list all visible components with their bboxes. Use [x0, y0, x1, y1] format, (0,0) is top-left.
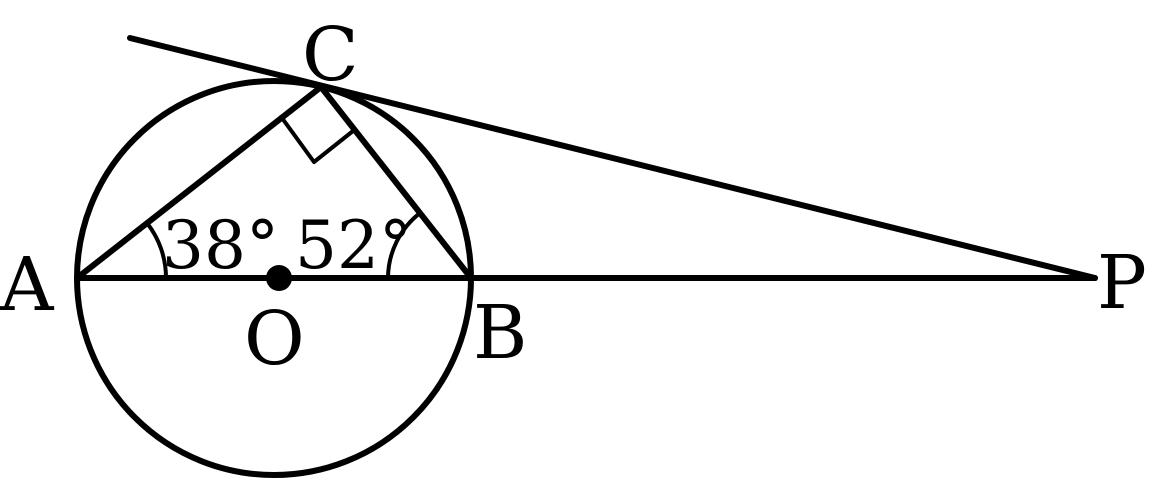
label-o: O [244, 296, 305, 382]
center-point-o [266, 265, 292, 291]
angle-arc-b [386, 211, 422, 280]
label-p: P [1097, 240, 1147, 326]
angle-label-a: 38° [162, 207, 279, 284]
tangent-line-pc [127, 35, 1098, 281]
angle-arc-a [145, 221, 169, 280]
label-a: A [0, 242, 55, 328]
right-angle-marker [280, 116, 355, 164]
chord-bc [318, 84, 474, 281]
label-b: B [473, 290, 527, 376]
angle-label-b: 52° [295, 207, 412, 284]
label-c: C [302, 12, 359, 98]
